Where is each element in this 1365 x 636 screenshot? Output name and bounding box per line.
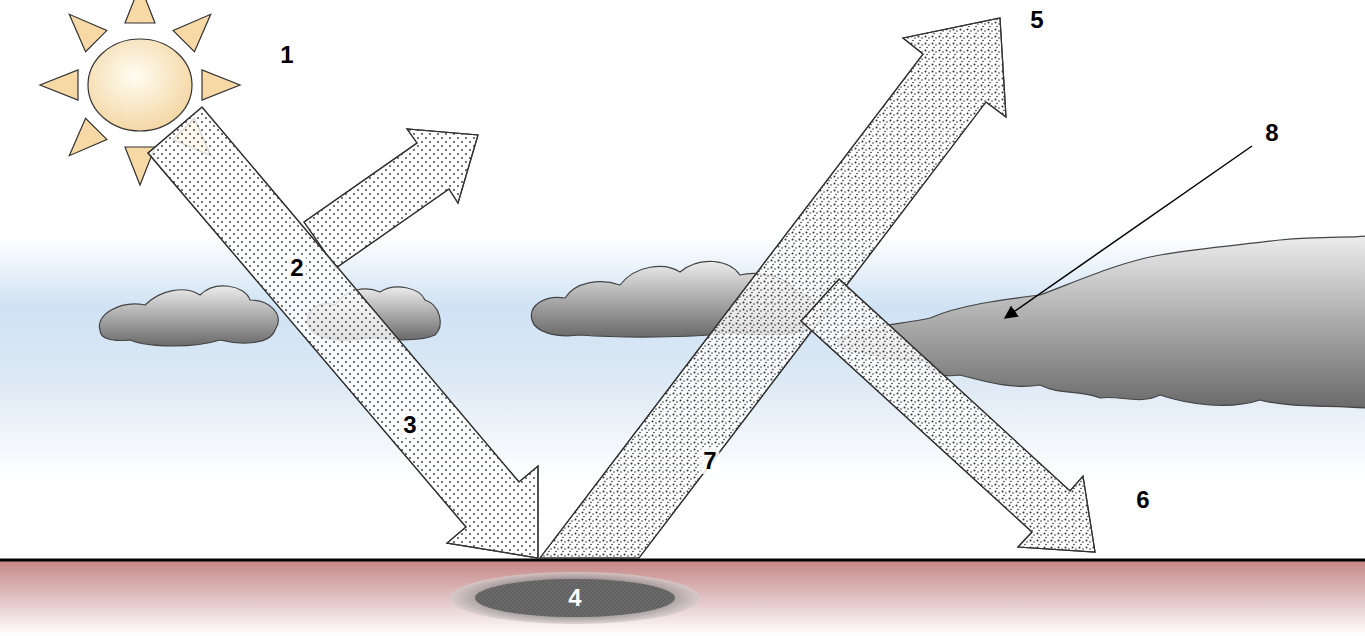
arrow-dots (540, 18, 1006, 558)
absorption-halo (450, 572, 700, 624)
cloud (99, 286, 278, 346)
sun-ray (125, 0, 155, 23)
back-radiation-arrow (801, 279, 1095, 552)
absorption-spot (475, 579, 675, 617)
radiation-arrows (148, 18, 1095, 558)
callout-number: 3 (400, 412, 419, 438)
arrow-body (304, 129, 478, 268)
callout-number: 7 (700, 448, 719, 474)
callout-number: 2 (287, 255, 306, 281)
sun-ray (59, 118, 107, 166)
arrow-dots (304, 129, 478, 268)
callout-number: 5 (1027, 7, 1046, 33)
sun-ray (40, 70, 78, 100)
sun-ray (173, 4, 221, 52)
arrow-body (801, 279, 1095, 552)
sun-ray (202, 70, 240, 100)
callout-number: 8 (1262, 120, 1281, 146)
sun-ray (59, 4, 107, 52)
arrow-dots (801, 279, 1095, 552)
callout-number: 6 (1133, 487, 1152, 513)
arrow-body (540, 18, 1006, 558)
ground-line (0, 559, 1365, 562)
sun-disc (88, 39, 192, 131)
reflected-arrow (304, 129, 478, 268)
outgoing-arrow (540, 18, 1006, 558)
arrow-dots (148, 107, 538, 558)
absorption-hatch (475, 579, 675, 617)
leader-line (1005, 146, 1252, 318)
incoming-arrow (148, 107, 538, 558)
ground (0, 560, 1365, 636)
callout-number: 4 (565, 585, 584, 611)
arrow-body (148, 107, 538, 558)
callout-number: 1 (277, 42, 296, 68)
